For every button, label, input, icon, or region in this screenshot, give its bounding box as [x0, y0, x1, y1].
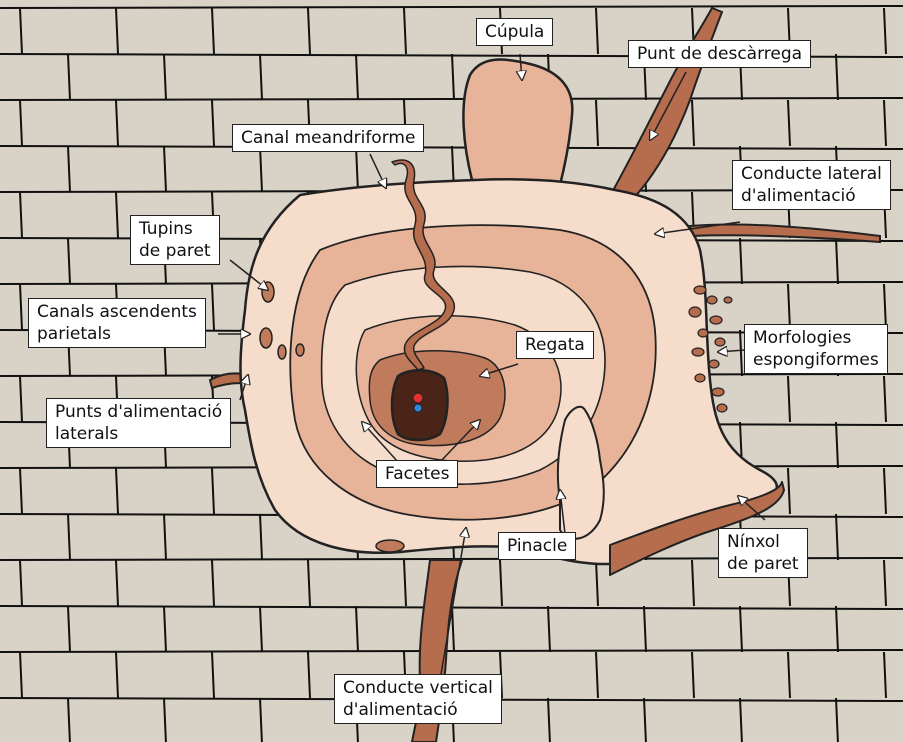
label-cupula: Cúpula [476, 18, 553, 46]
label-facetes: Facetes [376, 460, 458, 488]
label-regata: Regata [516, 331, 594, 359]
cupula-dome [463, 60, 572, 185]
label-punt-descarrega: Punt de descàrrega [628, 40, 811, 68]
floor-pocket [376, 540, 404, 552]
label-pinacle: Pinacle [498, 532, 576, 560]
label-canal-meandriforme: Canal meandriforme [232, 124, 424, 152]
